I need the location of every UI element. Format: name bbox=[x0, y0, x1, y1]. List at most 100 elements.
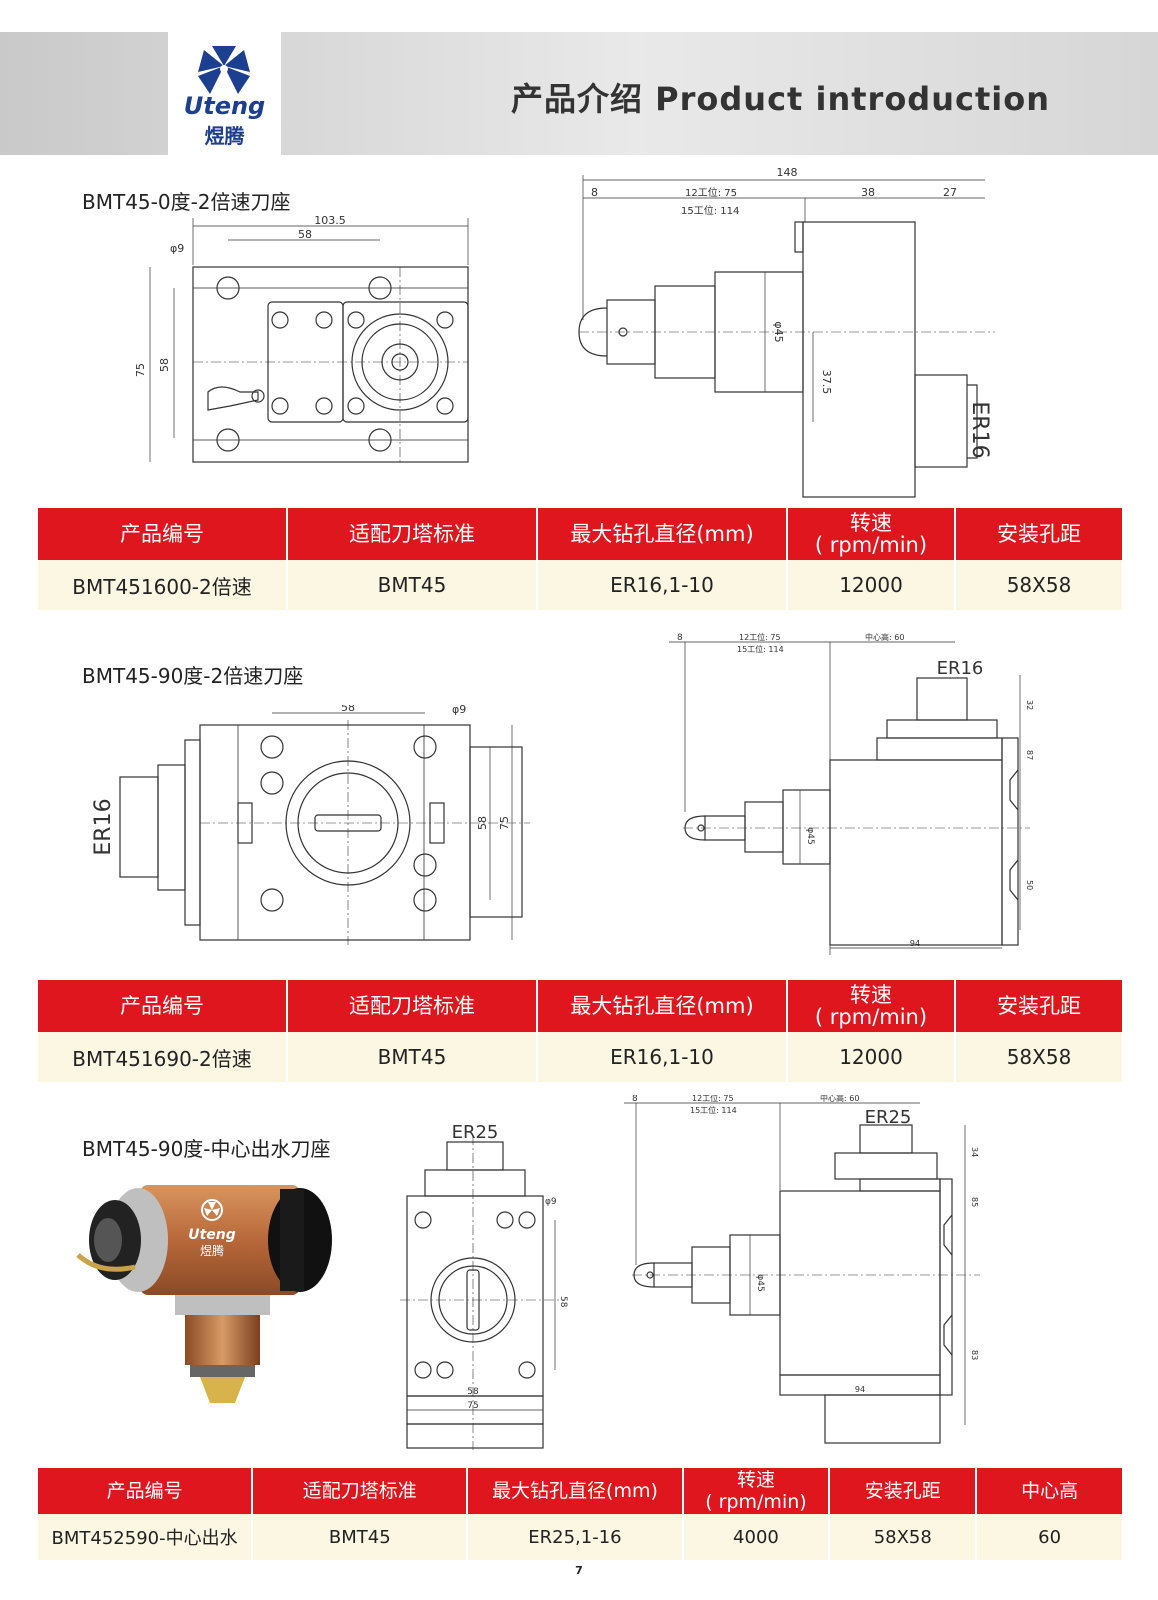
dim-58-left: 58 bbox=[158, 358, 171, 372]
table-row: BMT451600-2倍速 BMT45 ER16,1-10 12000 58X5… bbox=[38, 560, 1122, 610]
dim-58-bottom: 58 bbox=[467, 1387, 479, 1397]
td-max-drill: ER16,1-10 bbox=[536, 560, 787, 610]
section1-front-drawing: 103.5 58 φ9 75 58 bbox=[134, 214, 469, 463]
td-hole-pitch: 58X58 bbox=[954, 1032, 1122, 1082]
dim-58-right: 58 bbox=[558, 1296, 568, 1308]
dim-85: 85 bbox=[970, 1197, 979, 1207]
dim-phi9: φ9 bbox=[452, 705, 466, 716]
label-er25: ER25 bbox=[452, 1122, 499, 1143]
dim-58-top: 58 bbox=[298, 228, 312, 241]
brand-name-cn: 煜腾 bbox=[204, 124, 245, 148]
photo-brand-cn: 煜腾 bbox=[200, 1243, 224, 1258]
th-turret-std: 适配刀塔标准 bbox=[286, 508, 537, 560]
dim-87: 87 bbox=[1025, 750, 1034, 760]
th-max-drill: 最大钻孔直径(mm) bbox=[466, 1468, 683, 1514]
dim-12-station: 12工位: 75 bbox=[685, 186, 737, 199]
label-er16: ER16 bbox=[91, 798, 116, 855]
td-speed: 12000 bbox=[786, 1032, 955, 1082]
td-product-no: BMT451690-2倍速 bbox=[38, 1032, 287, 1082]
th-speed: 转速 ( rpm/min) bbox=[786, 508, 955, 560]
table-row: BMT451690-2倍速 BMT45 ER16,1-10 12000 58X5… bbox=[38, 1032, 1122, 1082]
dim-83: 83 bbox=[970, 1350, 979, 1360]
page-title: 产品介绍 Product introduction bbox=[511, 80, 1050, 118]
th-product-no: 产品编号 bbox=[38, 508, 287, 560]
td-turret-std: BMT45 bbox=[286, 560, 537, 610]
section2-spec-table: 产品编号 适配刀塔标准 最大钻孔直径(mm) 转速 ( rpm/min) 安装孔… bbox=[38, 980, 1122, 1082]
dim-center-height: 中心高: 60 bbox=[865, 632, 904, 642]
dim-phi45: φ45 bbox=[772, 321, 785, 342]
dim-50: 50 bbox=[1025, 880, 1034, 890]
label-er16: ER16 bbox=[967, 401, 992, 458]
section3-product-photo: Uteng 煜腾 bbox=[76, 1185, 332, 1403]
dim-37-5: 37.5 bbox=[820, 370, 833, 395]
th-product-no: 产品编号 bbox=[38, 980, 287, 1032]
label-er16: ER16 bbox=[937, 658, 984, 679]
dim-8: 8 bbox=[632, 1095, 638, 1104]
dim-75-bottom: 75 bbox=[467, 1401, 478, 1411]
td-max-drill: ER16,1-10 bbox=[536, 1032, 787, 1082]
page-number: 7 bbox=[575, 1564, 583, 1577]
dim-15-station: 15工位: 114 bbox=[690, 1105, 737, 1115]
dim-15-station: 15工位: 114 bbox=[737, 644, 784, 654]
dim-103-5: 103.5 bbox=[314, 214, 346, 227]
dim-32: 32 bbox=[1025, 700, 1034, 710]
dim-34: 34 bbox=[970, 1147, 979, 1157]
td-speed: 4000 bbox=[681, 1514, 830, 1560]
dim-phi9: φ9 bbox=[170, 242, 184, 255]
section3-side-drawing: 8 12工位: 75 15工位: 114 中心高: 60 ER25 φ45 34… bbox=[624, 1095, 980, 1444]
section2-front-drawing: 58 φ9 ER16 58 75 bbox=[91, 705, 530, 945]
logo-mark-icon bbox=[198, 46, 250, 94]
dim-27: 27 bbox=[943, 186, 957, 199]
th-turret-std: 适配刀塔标准 bbox=[251, 1468, 468, 1514]
dim-12-station: 12工位: 75 bbox=[692, 1095, 734, 1103]
dim-94: 94 bbox=[855, 1385, 865, 1394]
table-row: BMT452590-中心出水 BMT45 ER25,1-16 4000 58X5… bbox=[38, 1514, 1122, 1560]
dim-75-right: 75 bbox=[498, 816, 511, 830]
td-max-drill: ER25,1-16 bbox=[466, 1514, 683, 1560]
dim-12-station: 12工位: 75 bbox=[739, 632, 781, 642]
th-turret-std: 适配刀塔标准 bbox=[286, 980, 537, 1032]
dim-8: 8 bbox=[591, 186, 598, 199]
td-product-no: BMT452590-中心出水 bbox=[38, 1514, 253, 1560]
section3-front-drawing: ER25 φ9 58 58 75 bbox=[400, 1122, 568, 1450]
th-product-no: 产品编号 bbox=[38, 1468, 253, 1514]
td-turret-std: BMT45 bbox=[286, 1032, 537, 1082]
td-hole-pitch: 58X58 bbox=[828, 1514, 977, 1560]
dim-38: 38 bbox=[861, 186, 875, 199]
th-center-height: 中心高 bbox=[975, 1468, 1122, 1514]
th-max-drill: 最大钻孔直径(mm) bbox=[536, 980, 787, 1032]
dim-58-top: 58 bbox=[341, 705, 355, 714]
dim-phi45: φ45 bbox=[755, 1274, 765, 1291]
th-hole-pitch: 安装孔距 bbox=[954, 980, 1122, 1032]
dim-phi9: φ9 bbox=[545, 1197, 557, 1207]
th-hole-pitch: 安装孔距 bbox=[954, 508, 1122, 560]
table-header-row: 产品编号 适配刀塔标准 最大钻孔直径(mm) 转速 ( rpm/min) 安装孔… bbox=[38, 1468, 1122, 1514]
section1-spec-table: 产品编号 适配刀塔标准 最大钻孔直径(mm) 转速 ( rpm/min) 安装孔… bbox=[38, 508, 1122, 610]
photo-brand-en: Uteng bbox=[188, 1227, 236, 1243]
section1-title: BMT45-0度-2倍速刀座 bbox=[82, 190, 291, 214]
td-hole-pitch: 58X58 bbox=[954, 560, 1122, 610]
dim-58-right: 58 bbox=[476, 816, 489, 830]
section1-side-drawing: 148 8 12工位: 75 15工位: 114 38 27 φ45 37.5 … bbox=[578, 166, 995, 498]
brand-logo: Uteng 煜腾 bbox=[168, 32, 281, 155]
th-speed: 转速 ( rpm/min) bbox=[786, 980, 955, 1032]
table-header-row: 产品编号 适配刀塔标准 最大钻孔直径(mm) 转速 ( rpm/min) 安装孔… bbox=[38, 508, 1122, 560]
th-max-drill: 最大钻孔直径(mm) bbox=[536, 508, 787, 560]
th-speed: 转速 ( rpm/min) bbox=[681, 1468, 830, 1514]
dim-8: 8 bbox=[677, 633, 683, 643]
td-speed: 12000 bbox=[786, 560, 955, 610]
td-center-height: 60 bbox=[975, 1514, 1122, 1560]
dim-center-height: 中心高: 60 bbox=[820, 1095, 859, 1103]
photo-logo-icon bbox=[201, 1199, 223, 1221]
dim-phi45: φ45 bbox=[805, 827, 815, 844]
table-header-row: 产品编号 适配刀塔标准 最大钻孔直径(mm) 转速 ( rpm/min) 安装孔… bbox=[38, 980, 1122, 1032]
td-turret-std: BMT45 bbox=[251, 1514, 468, 1560]
label-er25: ER25 bbox=[865, 1107, 912, 1128]
section3-title: BMT45-90度-中心出水刀座 bbox=[82, 1137, 331, 1161]
section2-side-drawing: 8 12工位: 75 15工位: 114 中心高: 60 ER16 φ45 32… bbox=[669, 632, 1034, 955]
section3-spec-table: 产品编号 适配刀塔标准 最大钻孔直径(mm) 转速 ( rpm/min) 安装孔… bbox=[38, 1468, 1122, 1560]
td-product-no: BMT451600-2倍速 bbox=[38, 560, 287, 610]
brand-name-en: Uteng bbox=[183, 92, 266, 120]
dim-94: 94 bbox=[910, 939, 920, 948]
dim-75: 75 bbox=[134, 363, 147, 377]
